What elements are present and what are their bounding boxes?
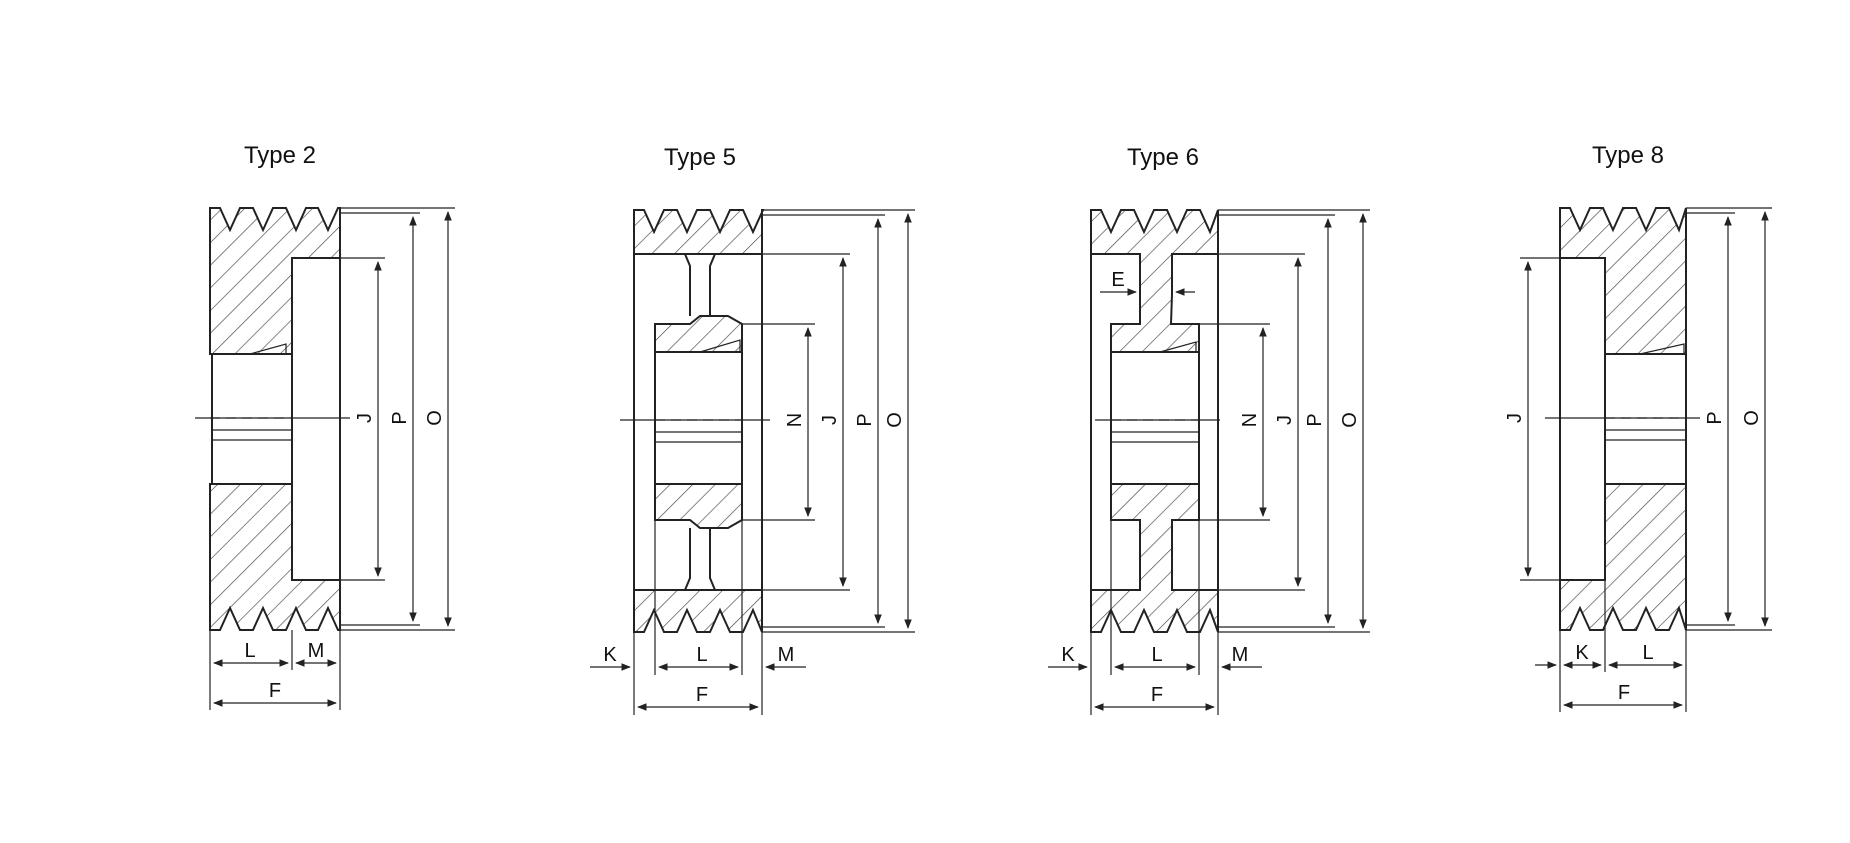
type-5-hub-lower bbox=[654, 483, 743, 529]
type-2-keyway bbox=[249, 343, 287, 355]
type-8-rim-lower bbox=[1559, 483, 1687, 631]
type-6-body-lower bbox=[1090, 483, 1219, 633]
type-5-label-J: J bbox=[819, 415, 841, 425]
type-8-label-J: J bbox=[1504, 413, 1526, 423]
type-8-label-O: O bbox=[1741, 410, 1763, 426]
type-5-label-L: L bbox=[696, 644, 707, 666]
type-6-label-K: K bbox=[1061, 644, 1075, 666]
type-6-drawing: Type 6 E N J P O bbox=[1048, 144, 1370, 715]
type-6-label-F: F bbox=[1151, 684, 1163, 706]
type-5-rim-upper bbox=[633, 209, 765, 255]
type-6-body-upper bbox=[1090, 209, 1219, 353]
type-2-title: Type 2 bbox=[244, 142, 316, 169]
type-2-rim-lower bbox=[209, 483, 341, 631]
type-5-label-K: K bbox=[603, 644, 617, 666]
type-5-rim-lower bbox=[633, 589, 763, 633]
type-8-drawing: Type 8 J P O K L F bbox=[1504, 142, 1772, 712]
type-6-label-O: O bbox=[1339, 412, 1361, 428]
type-5-label-F: F bbox=[696, 684, 708, 706]
type-8-keyway bbox=[1639, 343, 1685, 355]
type-5-bore bbox=[654, 351, 743, 485]
type-5-label-N: N bbox=[784, 413, 806, 427]
type-2-drawing: Type 2 J P O L M F bbox=[195, 142, 455, 710]
type-2-rim-upper bbox=[209, 207, 341, 355]
type-6-label-E: E bbox=[1111, 269, 1124, 291]
type-8-title: Type 8 bbox=[1592, 142, 1664, 169]
type-5-label-M: M bbox=[778, 644, 795, 666]
type-2-label-F: F bbox=[269, 680, 281, 702]
type-6-label-L: L bbox=[1151, 644, 1162, 666]
type-6-label-P: P bbox=[1304, 413, 1326, 426]
type-5-label-O: O bbox=[884, 412, 906, 428]
type-6-label-N: N bbox=[1239, 413, 1261, 427]
type-5-keyway bbox=[699, 339, 741, 353]
type-6-title: Type 6 bbox=[1127, 144, 1199, 171]
type-8-bore bbox=[1604, 353, 1687, 485]
type-8-label-K: K bbox=[1575, 642, 1589, 664]
type-6-label-M: M bbox=[1232, 644, 1249, 666]
type-2-label-M: M bbox=[308, 640, 325, 662]
type-5-drawing: Type 5 N J P O bbox=[590, 144, 915, 715]
type-2-label-L: L bbox=[244, 640, 255, 662]
type-5-label-P: P bbox=[854, 413, 876, 426]
type-6-bore bbox=[1110, 351, 1200, 485]
type-5-title: Type 5 bbox=[664, 144, 736, 171]
type-8-label-F: F bbox=[1618, 682, 1630, 704]
type-8-label-L: L bbox=[1642, 642, 1653, 664]
type-8-label-P: P bbox=[1704, 411, 1726, 424]
type-8-rim-upper bbox=[1559, 207, 1687, 355]
type-6-label-J: J bbox=[1274, 415, 1296, 425]
type-5-hub-upper bbox=[654, 315, 743, 353]
type-2-label-O: O bbox=[424, 410, 446, 426]
type-6-keyway bbox=[1159, 341, 1197, 353]
type-2-label-J: J bbox=[354, 413, 376, 423]
type-2-label-P: P bbox=[389, 411, 411, 424]
type-2-bore bbox=[211, 353, 293, 485]
